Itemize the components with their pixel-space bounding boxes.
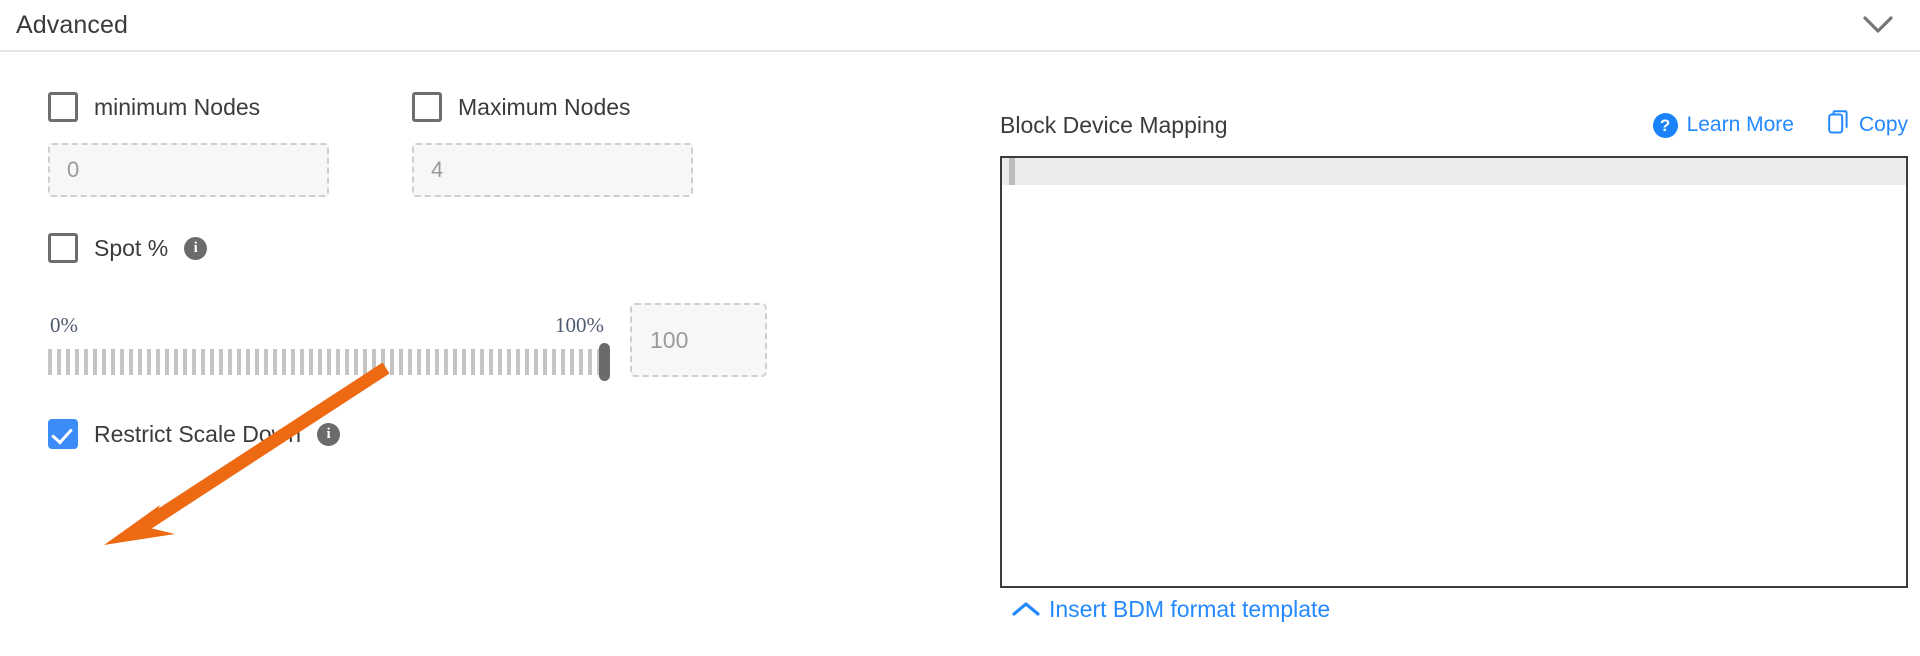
spot-percent-label: Spot % (94, 234, 169, 261)
advanced-section-header[interactable]: Advanced (0, 0, 1920, 52)
minimum-nodes-checkbox-row[interactable]: minimum Nodes (48, 92, 329, 122)
copy-button[interactable]: Copy (1828, 110, 1908, 140)
restrict-scale-down-checkbox-row[interactable]: Restrict Scale Down i (48, 419, 948, 449)
slider-min-label: 0% (50, 313, 78, 337)
block-device-mapping-editor[interactable] (1000, 156, 1908, 588)
maximum-nodes-checkbox-row[interactable]: Maximum Nodes (412, 92, 693, 122)
insert-bdm-format-template-link[interactable]: Insert BDM format template (1012, 596, 1330, 623)
question-circle-icon: ? (1652, 112, 1678, 138)
spot-percent-info-icon[interactable]: i (184, 236, 208, 260)
block-device-mapping-panel: Block Device Mapping ? Learn More Copy (1000, 110, 1908, 623)
spot-percent-checkbox-row[interactable]: Spot % i (48, 233, 948, 263)
learn-more-label: Learn More (1686, 113, 1794, 136)
spot-percent-slider[interactable]: 0% 100% (48, 313, 610, 381)
block-device-mapping-actions: ? Learn More Copy (1652, 110, 1908, 140)
restrict-scale-down-label: Restrict Scale Down (94, 420, 302, 447)
spot-percent-slider-block: 0% 100% 100 (48, 303, 948, 381)
slider-track[interactable] (48, 343, 610, 381)
slider-thumb[interactable] (599, 343, 610, 381)
copy-icon (1828, 110, 1850, 140)
advanced-left-panel: minimum Nodes 0 Maximum Nodes 4 Spot % i… (48, 92, 948, 449)
slider-scale-labels: 0% 100% (48, 313, 606, 338)
spot-percent-checkbox[interactable] (48, 233, 78, 263)
learn-more-link[interactable]: ? Learn More (1652, 112, 1794, 138)
minimum-nodes-checkbox[interactable] (48, 92, 78, 122)
editor-cursor-gutter (1009, 158, 1015, 185)
maximum-nodes-checkbox[interactable] (412, 92, 442, 122)
restrict-scale-down-checkbox[interactable] (48, 419, 78, 449)
maximum-nodes-group: Maximum Nodes 4 (412, 92, 693, 197)
insert-bdm-format-template-label: Insert BDM format template (1049, 596, 1331, 622)
block-device-mapping-footer: Insert BDM format template (1000, 596, 1908, 623)
minimum-nodes-input[interactable]: 0 (48, 143, 329, 197)
block-device-mapping-header: Block Device Mapping ? Learn More Copy (1000, 110, 1908, 140)
minimum-nodes-label: minimum Nodes (94, 93, 261, 120)
maximum-nodes-input[interactable]: 4 (412, 143, 693, 197)
restrict-scale-down-info-icon[interactable]: i (317, 422, 341, 446)
page-title: Advanced (16, 10, 128, 39)
editor-active-line[interactable] (1002, 158, 1906, 185)
node-limits-row: minimum Nodes 0 Maximum Nodes 4 (48, 92, 948, 197)
copy-label: Copy (1858, 113, 1908, 136)
block-device-mapping-title: Block Device Mapping (1000, 111, 1228, 138)
slider-max-label: 100% (555, 313, 604, 337)
minimum-nodes-group: minimum Nodes 0 (48, 92, 329, 197)
spot-percent-value-input[interactable]: 100 (630, 303, 767, 377)
chevron-up-icon (1012, 596, 1040, 623)
chevron-down-icon[interactable] (1858, 5, 1898, 45)
maximum-nodes-label: Maximum Nodes (458, 93, 631, 120)
